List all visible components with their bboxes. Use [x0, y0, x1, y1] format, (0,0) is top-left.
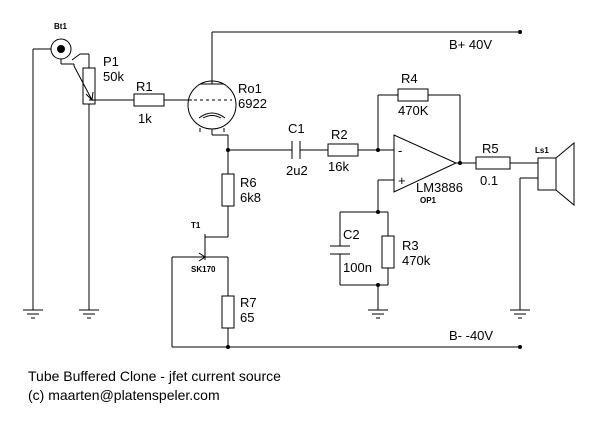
- label-bt1: Bt1: [54, 22, 67, 31]
- label-t1-value: SK170: [191, 265, 216, 274]
- caption-title: Tube Buffered Clone - jfet current sourc…: [28, 368, 281, 384]
- resistor-r4: [377, 88, 461, 163]
- ground-symbol-p1: [79, 309, 99, 319]
- label-bplus: B+ 40V: [449, 37, 492, 52]
- bminus-rail: [172, 345, 522, 349]
- label-ro1: Ro1: [238, 81, 262, 96]
- label-r4-value: 470K: [398, 103, 429, 118]
- label-r1: R1: [136, 79, 153, 94]
- label-r3-value: 470k: [402, 253, 431, 268]
- label-r5-value: 0.1: [480, 173, 498, 188]
- ground-symbol-ls1: [510, 309, 530, 319]
- resistor-r1: [89, 93, 190, 107]
- label-r1-value: 1k: [138, 111, 152, 126]
- resistor-r3: [381, 235, 395, 285]
- bplus-rail: [212, 30, 522, 34]
- label-ls1: Ls1: [535, 146, 549, 155]
- label-opamp-plus: +: [398, 173, 406, 188]
- label-opamp-minus: -: [398, 143, 402, 158]
- label-r2: R2: [331, 127, 348, 142]
- resistor-r6: [221, 173, 235, 237]
- label-r6: R6: [240, 175, 257, 190]
- input-network: [339, 180, 389, 310]
- input-jack-bt1: [32, 38, 74, 310]
- label-r6-value: 6k8: [240, 190, 261, 205]
- speaker-ls1: [519, 141, 575, 310]
- label-r7-value: 65: [240, 310, 254, 325]
- ground-symbol-bt1: [23, 309, 43, 319]
- label-c2-value: 100n: [343, 260, 372, 275]
- label-r5: R5: [482, 141, 499, 156]
- label-opamp-value: LM3886: [416, 180, 463, 195]
- potentiometer-p1: [73, 54, 96, 310]
- capacitor-c2: [330, 236, 350, 285]
- jfet-t1: [171, 234, 228, 347]
- label-r2-value: 16k: [328, 159, 349, 174]
- label-r7: R7: [240, 295, 257, 310]
- label-r3: R3: [402, 238, 419, 253]
- caption-copyright: (c) maarten@platenspeler.com: [28, 387, 220, 403]
- ground-symbol-c2r3: [368, 309, 388, 319]
- label-r4: R4: [401, 71, 418, 86]
- label-p1: P1: [103, 54, 119, 69]
- label-opamp-ref: OP1: [420, 196, 437, 205]
- resistor-r2: [327, 143, 394, 157]
- label-c1-value: 2u2: [286, 163, 308, 178]
- label-c2: C2: [343, 227, 360, 242]
- label-ro1-value: 6922: [238, 96, 267, 111]
- label-c1: C1: [288, 121, 305, 136]
- label-p1-value: 50k: [103, 69, 124, 84]
- label-bminus: B- -40V: [449, 328, 493, 343]
- resistor-r7: [221, 257, 235, 347]
- capacitor-c1: [226, 141, 328, 159]
- tube-ro1: [187, 32, 237, 174]
- label-t1: T1: [191, 221, 201, 230]
- resistor-r5: [475, 156, 538, 170]
- opamp-op1: [378, 134, 476, 193]
